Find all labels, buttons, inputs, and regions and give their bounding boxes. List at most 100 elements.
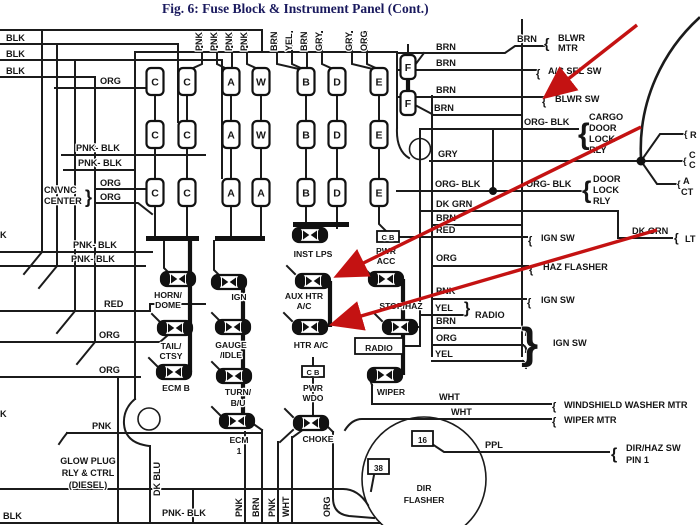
label-n38: 38 [374, 464, 383, 473]
wire-segment [278, 428, 295, 444]
label-pnk2: PNK [267, 497, 277, 517]
label-ign: IGN [231, 292, 246, 302]
connector-pin-box [399, 53, 417, 81]
wire-segment [351, 31, 375, 71]
connector-pin-box [296, 119, 316, 150]
label-1: PNK [209, 31, 219, 51]
label-pnk-glow: PNK [92, 421, 112, 431]
connector-pin-letter: C [151, 188, 159, 200]
label-cut-ct: CT [681, 187, 694, 197]
connector-pin-letter: W [256, 77, 266, 89]
connector-pin-box [369, 177, 389, 208]
brace-icon: { [527, 297, 532, 309]
label-org-top: ORG [100, 76, 121, 86]
label-gauge1: GAUGE [215, 340, 247, 350]
label-org-c2: ORG [100, 192, 121, 202]
connector-pin-letter: E [375, 130, 382, 142]
label-brn3: BRN [436, 58, 456, 68]
brace-icon: { [552, 416, 557, 428]
fuse-symbol-horn-dome [159, 270, 197, 288]
label-radio: RADIO [365, 343, 393, 353]
label-org: ORG [322, 496, 332, 517]
wire-segment [430, 442, 610, 453]
connector-pin-letter: C [183, 77, 191, 89]
connector-pin-letter: B [302, 77, 310, 89]
wire-segment [150, 312, 162, 324]
annotation-arrows [328, 23, 658, 331]
fuse-symbol-ign [210, 273, 248, 291]
label-ign-sw1: IGN SW [541, 233, 575, 243]
wire-segment [57, 431, 69, 446]
connector-pin-letter: A [227, 188, 235, 200]
bus-bar [215, 236, 265, 241]
connector-pin-box [177, 66, 197, 97]
wire-segment [96, 202, 154, 216]
label-glow3: (DIESEL) [69, 480, 108, 490]
label-dk-blu: DK BLU [152, 462, 162, 496]
brace-icon: { [684, 129, 688, 139]
connector-pin-box [296, 66, 316, 97]
label-pnk-blk1: PNK- BLK [76, 143, 120, 153]
label-cb-acc: C B [382, 233, 396, 242]
circuit-breaker-box [376, 230, 400, 243]
fuse-symbol-turn-bu [215, 367, 253, 385]
connector-pin-box [145, 66, 165, 97]
wire-segment [0, 29, 263, 53]
label-org-blk-cargo: ORG- BLK [524, 117, 570, 127]
connector-pin-letter: F [405, 98, 412, 110]
label-cut-c2: C [689, 160, 696, 170]
wire-segment [332, 431, 376, 520]
connector-pin-box [369, 66, 389, 97]
label-glow1: GLOW PLUG [60, 456, 116, 466]
connector-pin-box [145, 177, 165, 208]
label-cut-r: R [690, 130, 697, 140]
wire-segment [276, 31, 301, 71]
label-5: YEL [284, 33, 294, 51]
connector-pin-letter: D [333, 188, 341, 200]
wire-segment [163, 240, 172, 276]
label-pnk-blk-bot: PNK- BLK [162, 508, 206, 518]
fuse-symbol-choke [292, 414, 330, 432]
label-turn1: TURN/ [225, 387, 252, 397]
brace-icon: { [683, 156, 687, 166]
fuse-symbols [155, 226, 419, 432]
label-tail1: TAIL/ [161, 341, 182, 351]
connector-pin-letter: B [302, 188, 310, 200]
connector-pin-letter: B [302, 130, 310, 142]
connector-pin-letter: E [375, 188, 382, 200]
brace-icon: } [85, 187, 92, 207]
connector-pin-box [145, 119, 165, 150]
mounting-hole-icon [137, 407, 161, 431]
label-4: BRN [269, 32, 279, 52]
label-blwr1: BLWR [558, 33, 585, 43]
label-pnk1: PNK [234, 497, 244, 517]
connector-pin-box [251, 119, 271, 150]
wire-segment [147, 356, 159, 368]
label-yel: YEL [435, 303, 453, 313]
label-wiper-mtr: WIPER MTR [564, 415, 617, 425]
connector-pin-box [399, 89, 417, 117]
label-pwr-wdo2: WDO [302, 393, 323, 403]
wire-segment [419, 210, 673, 239]
connector-pin-letter: C [151, 77, 159, 89]
wire-segment [395, 126, 411, 160]
label-pnk-blk4: PNK- BLK [71, 254, 115, 264]
brace-icon: { [578, 118, 590, 151]
label-blk1: BLK [6, 33, 25, 43]
wire-segment [321, 31, 335, 71]
wire-segment [75, 340, 97, 366]
connector-pin-box [327, 66, 347, 97]
label-turn2: B/U [231, 398, 246, 408]
connector-pin-letter: A [227, 77, 235, 89]
label-2: PNK [224, 31, 234, 51]
wire-segment [639, 159, 678, 185]
label-blwr2: MTR [558, 43, 578, 53]
wire-segment [210, 405, 222, 417]
connector-pin-letter: C [183, 130, 191, 142]
label-gauge2: /IDLE [220, 350, 242, 360]
label-9: ORG [359, 30, 369, 51]
connector-pin-box [251, 66, 271, 97]
label-ecm1a: ECM [229, 435, 248, 445]
